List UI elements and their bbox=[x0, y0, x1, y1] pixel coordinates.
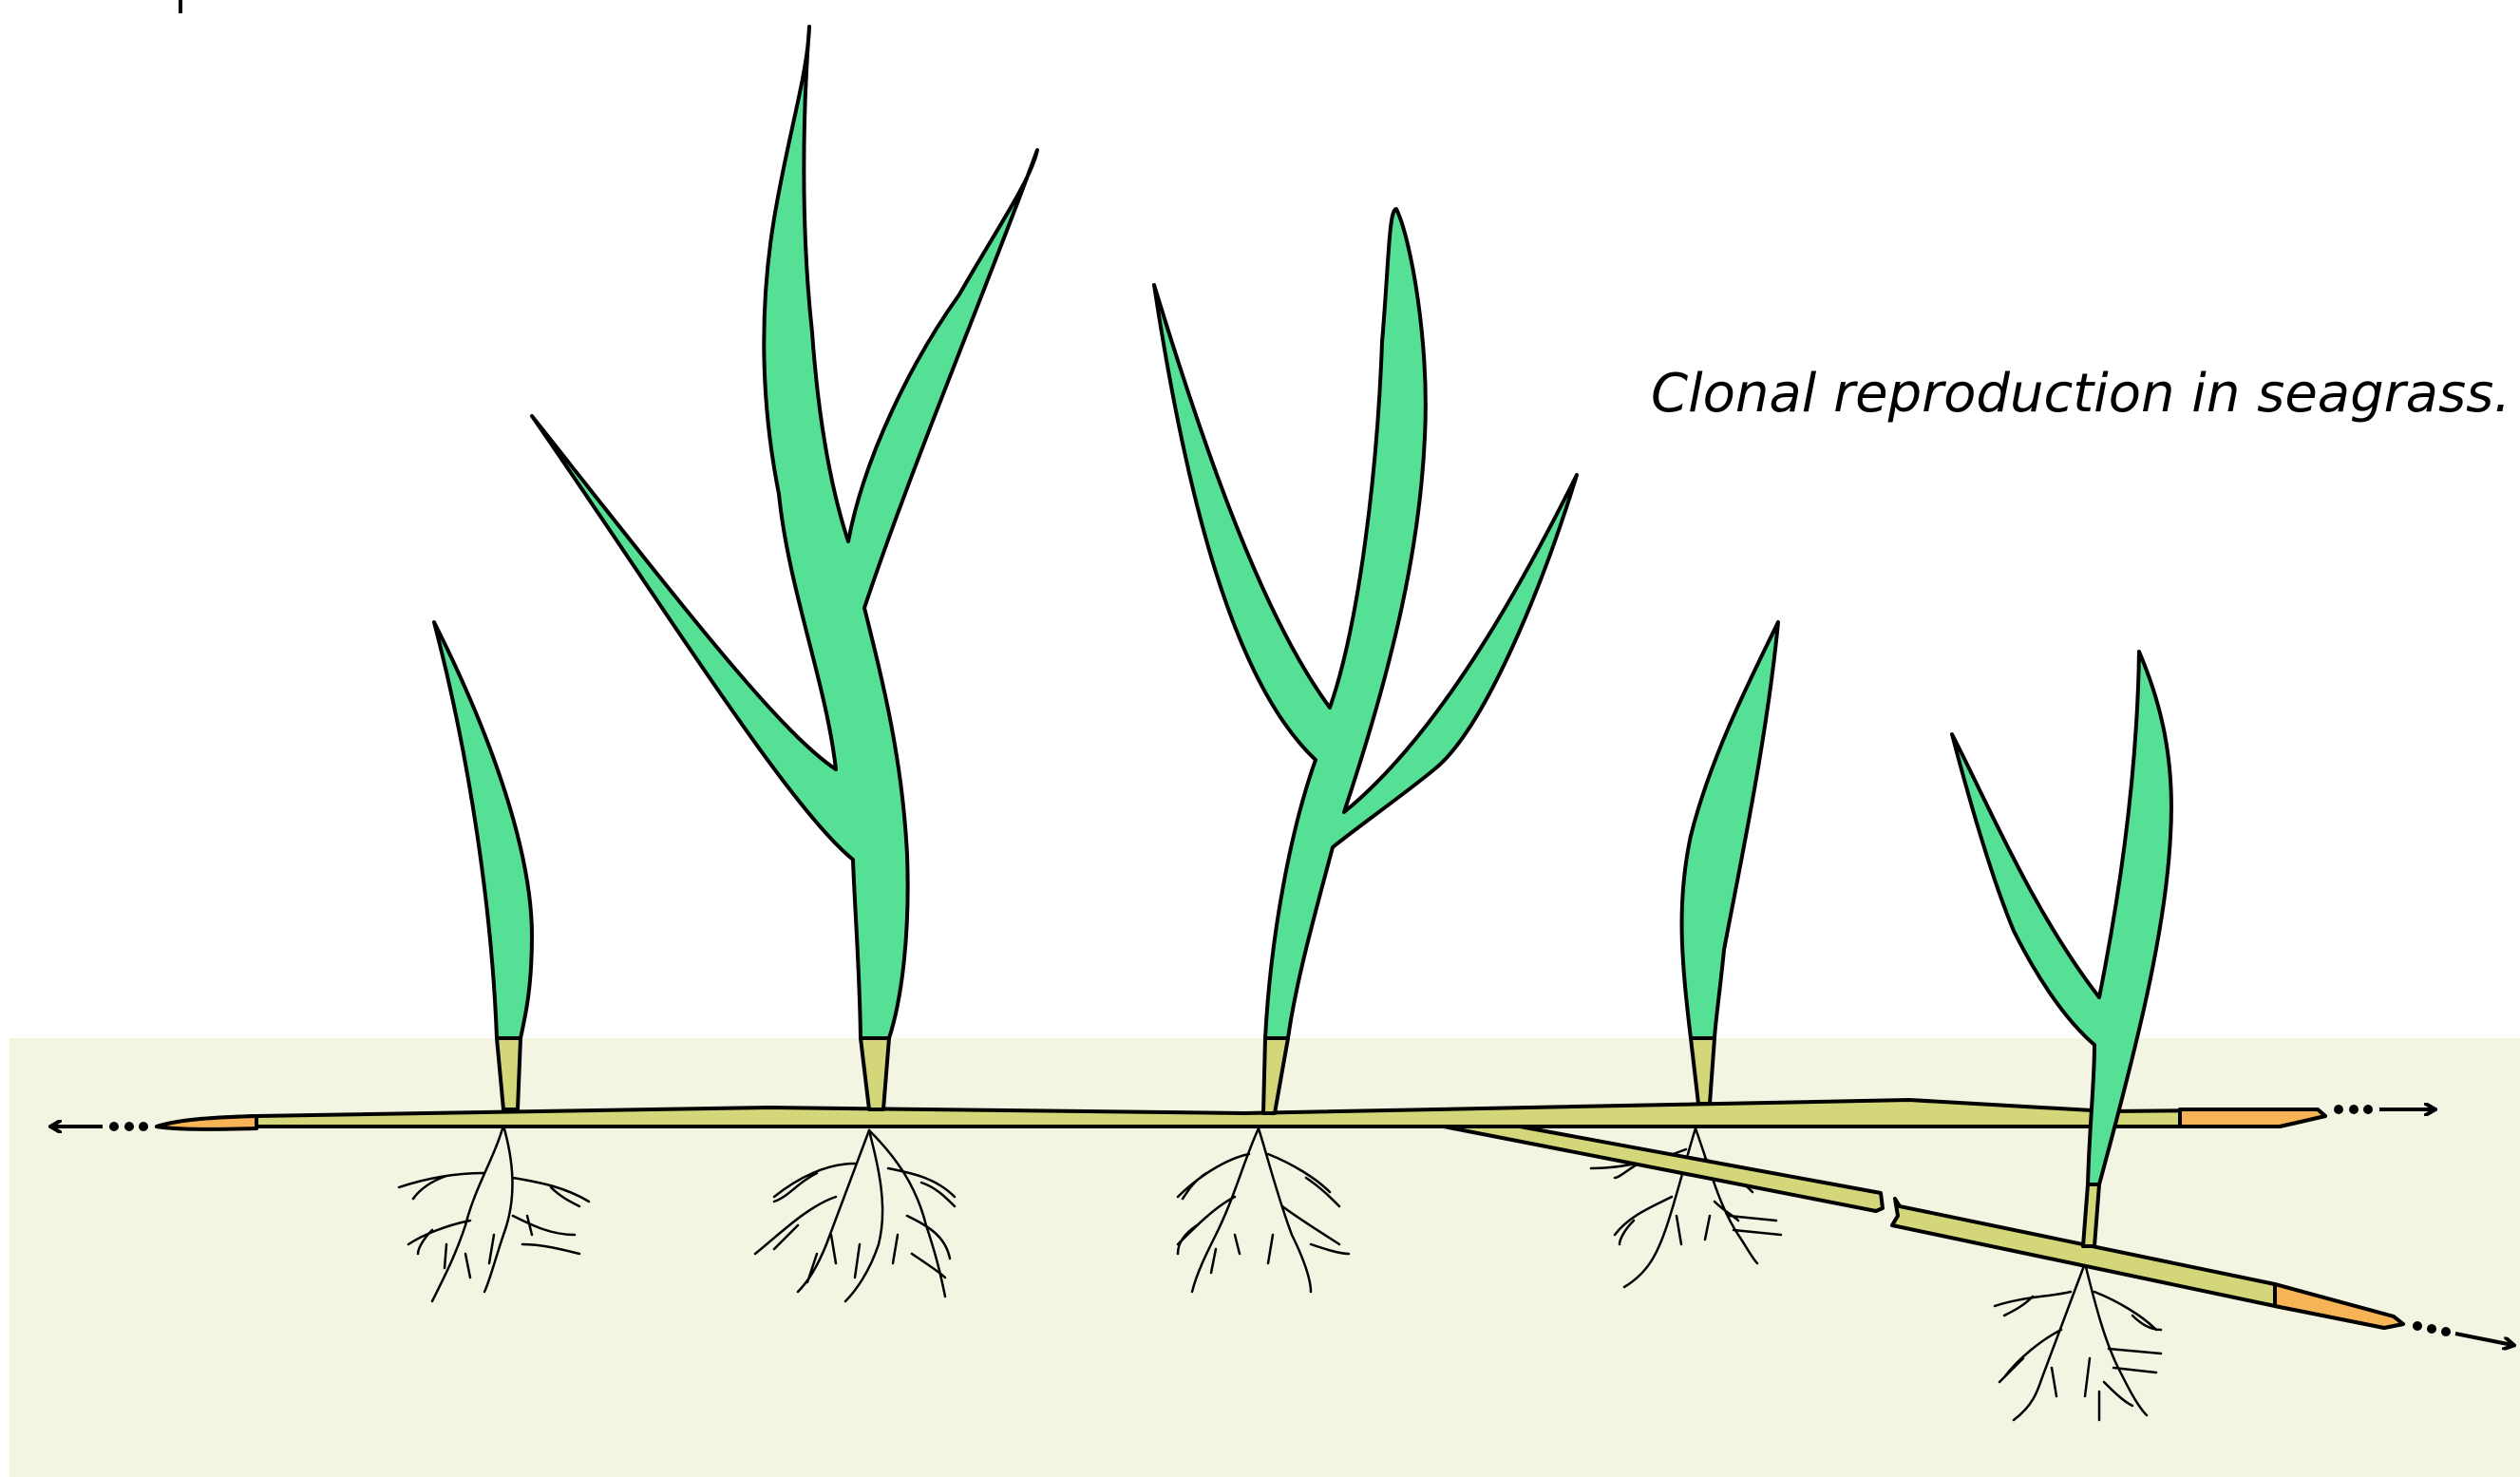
leaves bbox=[434, 27, 2171, 1184]
dotted-continuation-icon bbox=[2413, 1321, 2422, 1331]
dotted-continuation-icon bbox=[2334, 1105, 2343, 1114]
caption: Clonal reproduction in seagrass. bbox=[1651, 363, 2511, 425]
dotted-continuation-icon bbox=[109, 1122, 119, 1131]
